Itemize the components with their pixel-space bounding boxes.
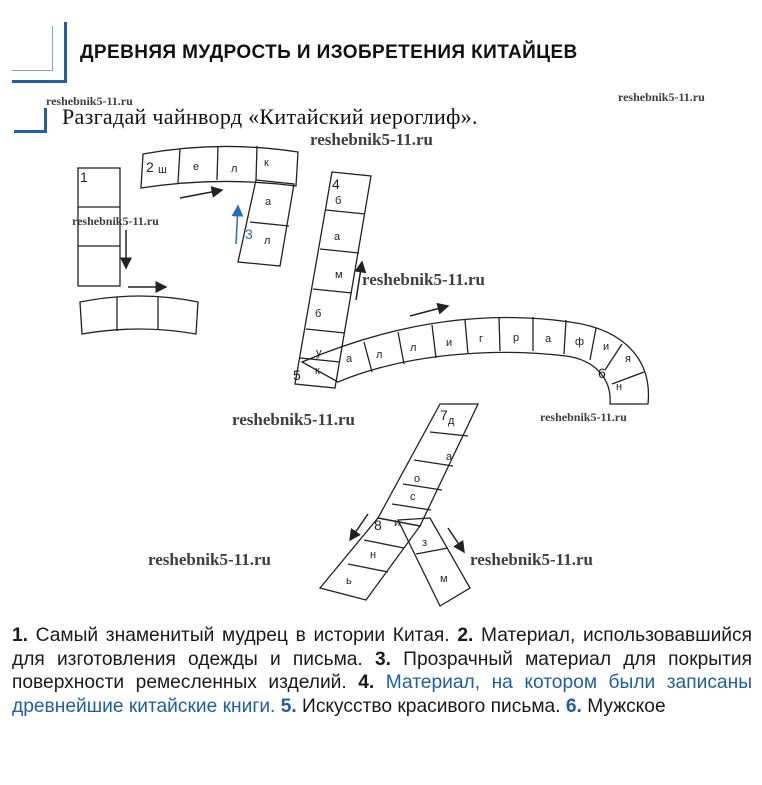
cell-letter: с: [410, 491, 416, 503]
cell-letter: а: [545, 333, 552, 345]
cell-letter: о: [414, 473, 420, 485]
page-title: ДРЕВНЯЯ МУДРОСТЬ И ИЗОБРЕТЕНИЯ КИТАЙЦЕВ: [80, 42, 578, 63]
cell-letter: б: [335, 195, 341, 207]
cell-letter: а: [346, 353, 353, 365]
word-z-cells: [396, 517, 471, 607]
clue-number-1: 1: [80, 169, 88, 185]
watermark: reshebnik5-11.ru: [540, 410, 627, 424]
cell-letter: ш: [158, 164, 167, 176]
clue-num-1: 1.: [12, 625, 29, 646]
word7-cells: [377, 403, 480, 527]
cell-letter: л: [264, 235, 270, 247]
watermark: reshebnik5-11.ru: [232, 410, 355, 429]
cell-letter: з: [422, 537, 427, 549]
watermark: reshebnik5-11.ru: [470, 550, 593, 569]
clue-6: Мужское: [581, 695, 666, 717]
cell-letter: д: [448, 415, 455, 427]
header-bracket-inner: [12, 26, 53, 71]
cell-letter: л: [231, 163, 237, 175]
task-bracket: [14, 108, 47, 133]
cell-letter: я: [625, 353, 631, 365]
clue-number-6: 6: [598, 365, 606, 381]
watermark: reshebnik5-11.ru: [148, 550, 271, 569]
clue-number-4: 4: [332, 176, 340, 192]
clue-number-3: 3: [245, 226, 253, 242]
cell-letter: и: [446, 337, 452, 349]
cell-letter: а: [265, 196, 272, 208]
clue-number-2: 2: [146, 159, 154, 175]
clue-number-8: 8: [374, 517, 382, 533]
watermark: reshebnik5-11.ru: [362, 270, 485, 289]
cell-letter: у: [316, 347, 322, 359]
clue-num-2: 2.: [457, 625, 474, 646]
cell-letter: а: [334, 231, 341, 243]
header-bracket: [12, 22, 67, 83]
watermark: reshebnik5-11.ru: [72, 214, 159, 228]
clue-5: Искусство красивого письма.: [296, 695, 566, 717]
cell-letter: ф: [575, 336, 584, 348]
task-instruction: Разгадай чайнворд «Китайский иероглиф».: [62, 104, 478, 129]
bottom-left-arc-cells: [79, 295, 199, 335]
clue-num-6: 6.: [565, 695, 582, 717]
clue-number-5: 5: [293, 367, 301, 383]
cell-letter: к: [264, 157, 269, 169]
clue-num-5: 5.: [280, 695, 297, 717]
cell-letter: н: [616, 381, 622, 393]
cell-letter: м: [335, 269, 343, 281]
cell-letter: л: [410, 342, 416, 354]
watermark: reshebnik5-11.ru: [310, 130, 433, 149]
word3-cells: [237, 179, 295, 267]
watermark: reshebnik5-11.ru: [46, 94, 133, 108]
cell-letter: е: [193, 161, 199, 173]
clue-4: Материал, на котором были записаны древн…: [12, 672, 752, 717]
cell-letter: р: [513, 332, 519, 344]
cell-letter: г: [479, 333, 483, 345]
cell-letter: м: [440, 573, 448, 585]
cell-letter: и: [603, 341, 609, 353]
clue-number-7: 7: [440, 407, 448, 423]
word1-cells: [77, 167, 121, 287]
clue-num-3: 3.: [374, 648, 391, 670]
word8-cells: [318, 517, 422, 601]
cell-letter: ь: [346, 575, 352, 587]
clues-text: 1. Самый знаменитый мудрец в истории Кит…: [12, 624, 752, 718]
word2-cells: [140, 145, 299, 189]
clue-num-4: 4.: [358, 672, 375, 694]
clue-1: Самый знаменитый мудрец в истории Китая.: [28, 625, 458, 646]
watermark: reshebnik5-11.ru: [618, 90, 705, 104]
cell-letter: а: [446, 451, 453, 463]
cell-letter: и: [394, 517, 400, 529]
cell-letter: б: [315, 308, 321, 320]
word5-cells: [300, 316, 650, 405]
cell-letter: л: [376, 349, 382, 361]
cell-letter: н: [370, 549, 376, 561]
word4-cells: [294, 171, 372, 389]
cell-letter: к: [315, 365, 320, 377]
clue-3: Прозрачный материал для покрытия поверхн…: [12, 648, 752, 694]
clue-2: Материал, использовавшийся для изготовле…: [12, 625, 753, 670]
crossword-puzzle: 1 2 3 4 5 6 7 8 ш е л к а л б а м б у к …: [77, 145, 650, 607]
